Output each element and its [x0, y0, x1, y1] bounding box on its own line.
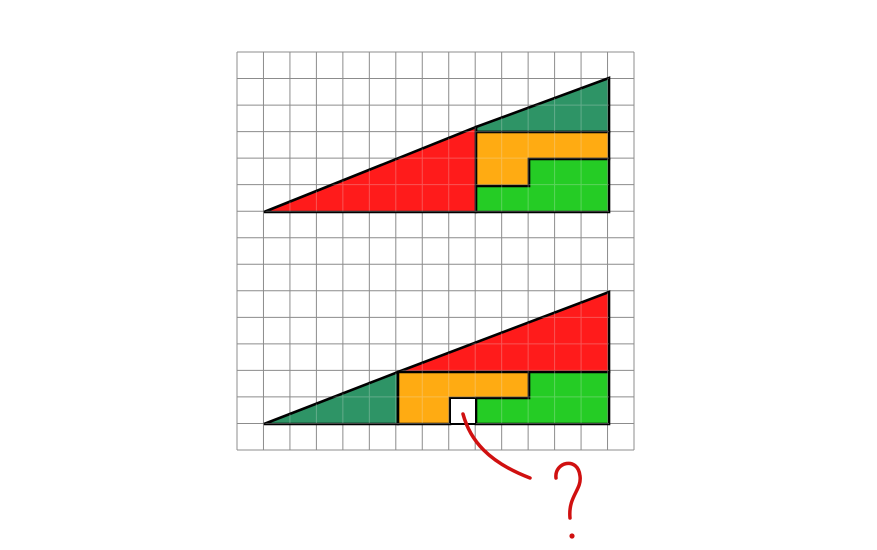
- red-triangle: [397, 290, 611, 374]
- missing-square-hole: [449, 397, 477, 425]
- top-arrangement: [263, 76, 611, 214]
- question-mark-annotation: [554, 461, 582, 520]
- question-mark-text: ?: [590, 469, 591, 471]
- question-annotation: ?: [461, 412, 591, 539]
- green-l-shape: [474, 157, 611, 214]
- pointer-curve: [461, 412, 532, 480]
- bottom-arrangement: [263, 290, 611, 426]
- red-triangle: [263, 125, 478, 214]
- dark-green-triangle: [263, 370, 400, 426]
- question-mark-dot: [569, 533, 575, 539]
